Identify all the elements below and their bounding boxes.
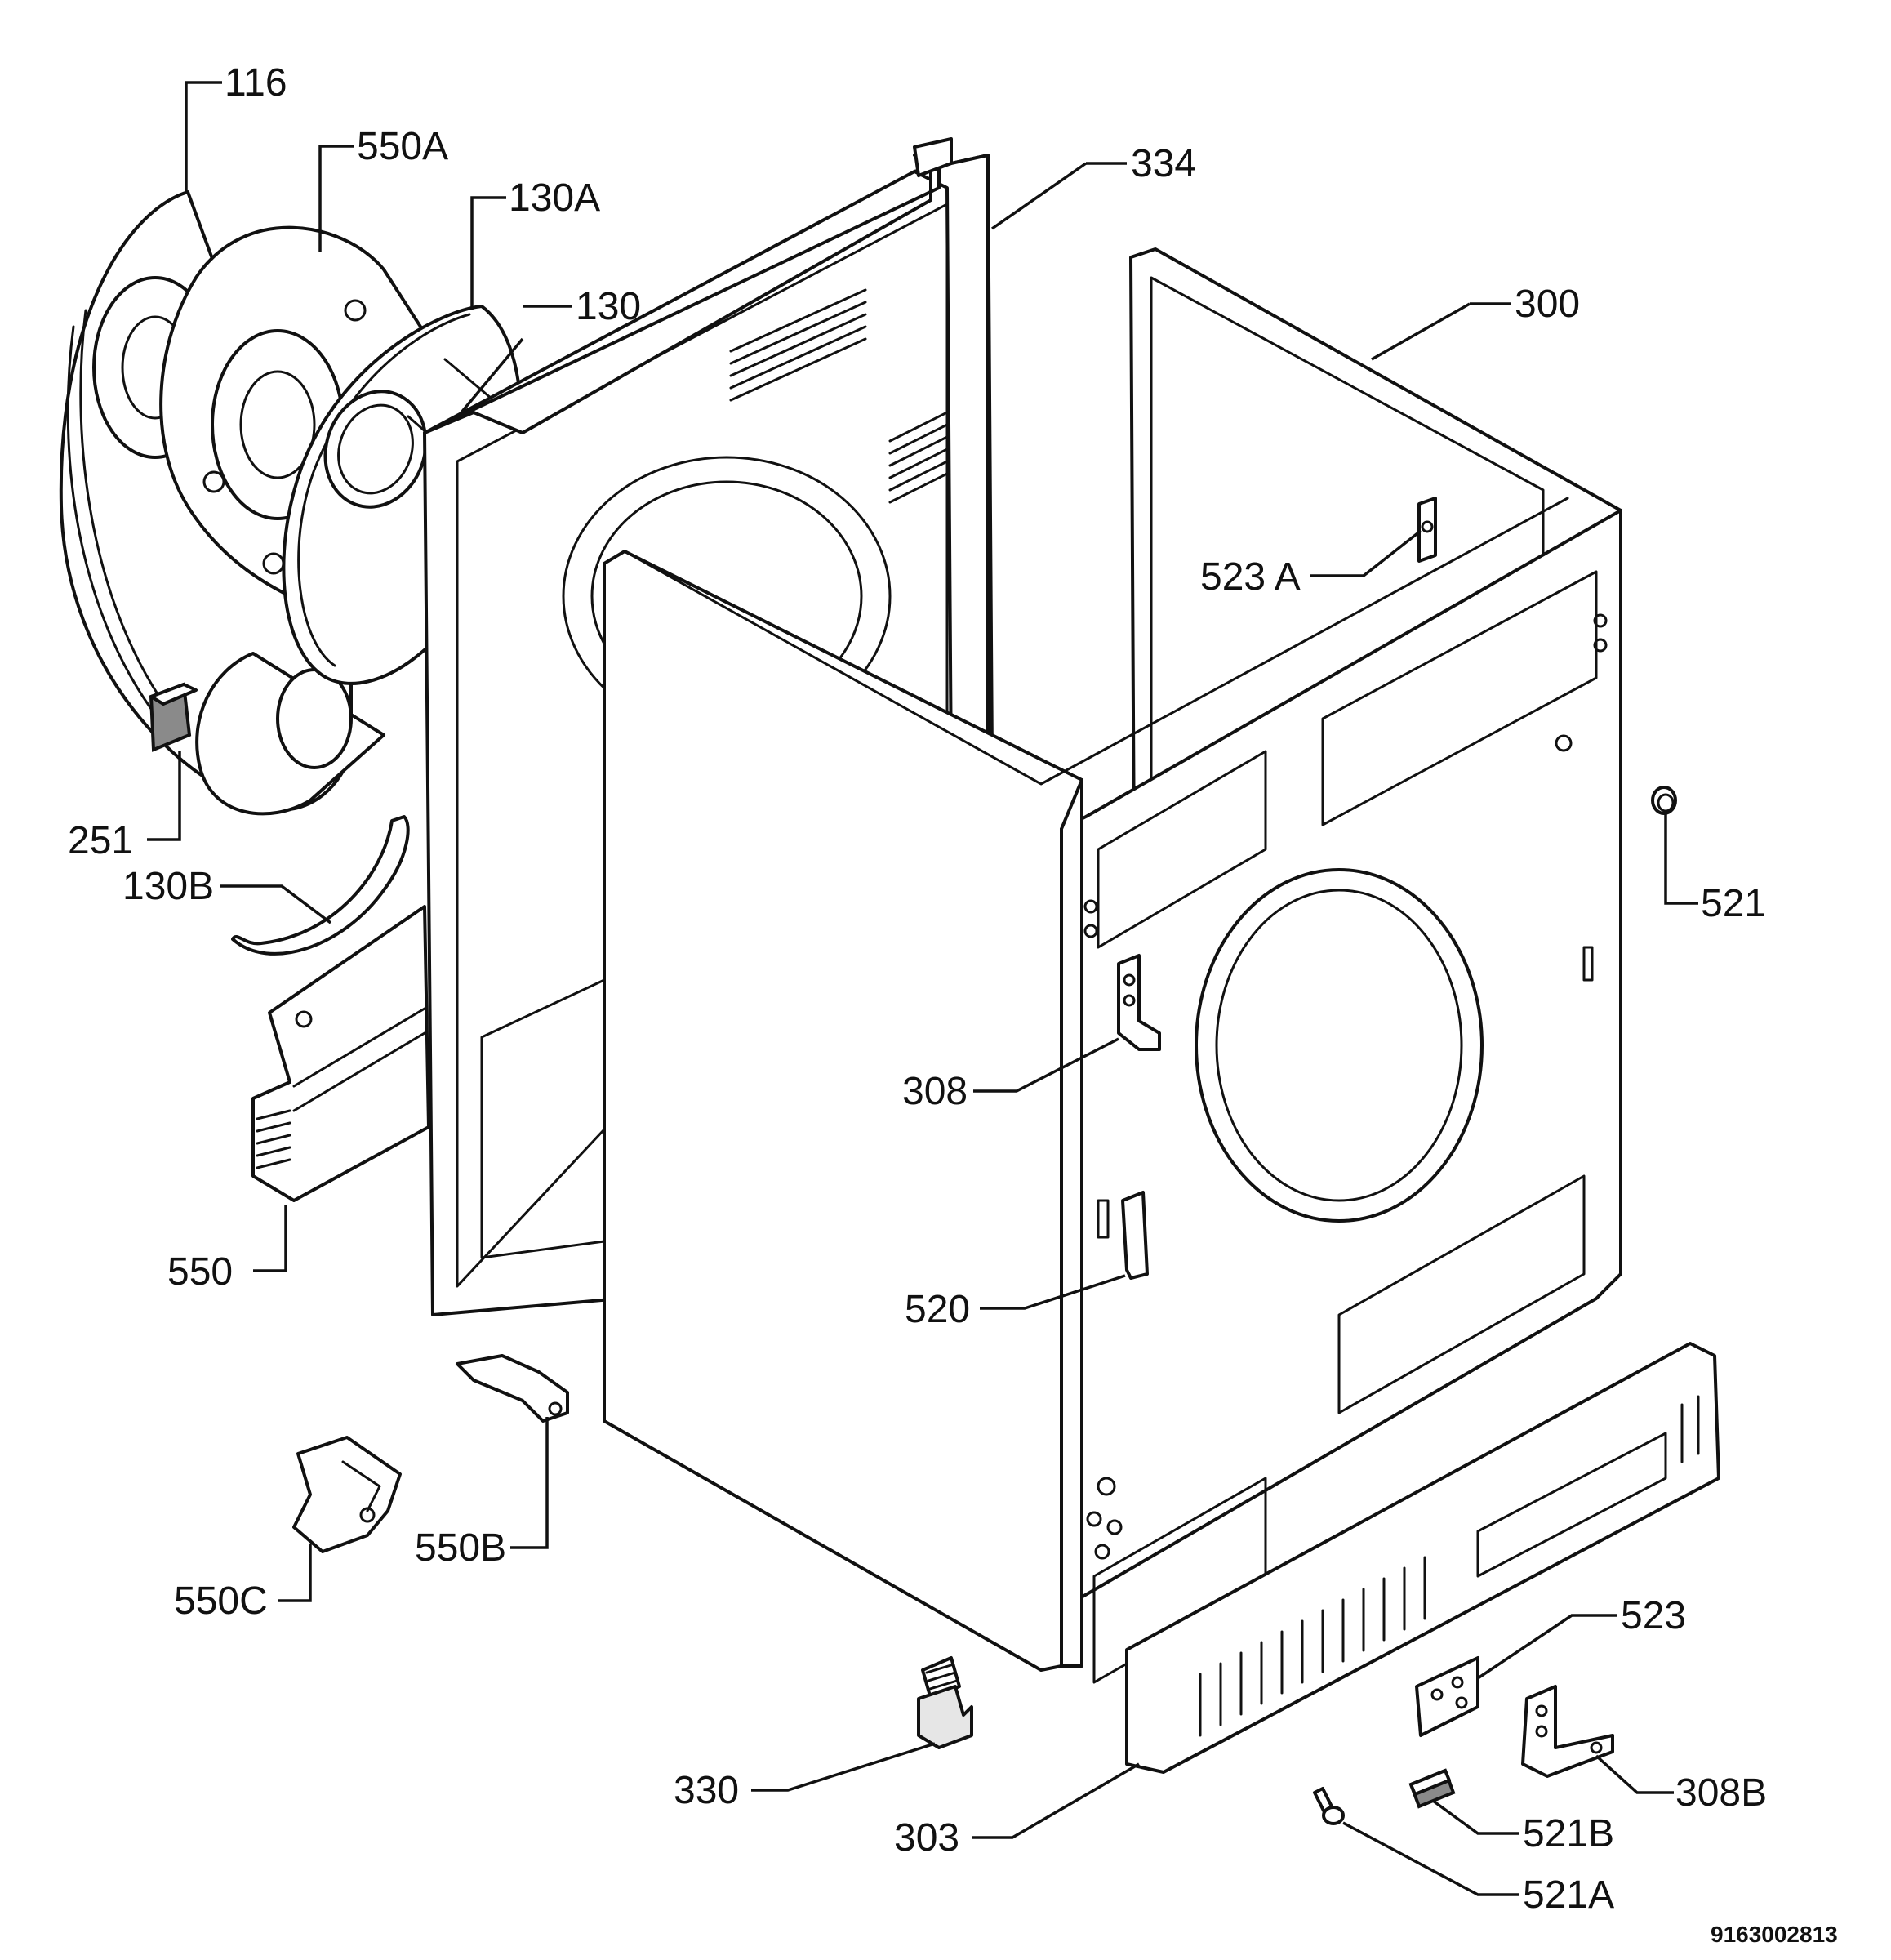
callout-130a: 130A [509,176,600,220]
leader-lines [147,81,1698,1896]
callout-523: 523 [1621,1594,1686,1637]
part-523-plate [1415,1656,1479,1737]
rear-panel-vent-slats [729,288,949,504]
callout-523a: 523 A [1200,555,1301,599]
part-521b-plug [1408,1768,1456,1809]
callout-334: 334 [1131,142,1196,185]
part-330-foot [917,1656,973,1749]
heater-cover-vents [256,1109,291,1169]
part-520-door-latch [1097,1191,1149,1280]
callout-303: 303 [894,1816,959,1860]
callout-labels: 116 550A 130A 130 334 300 523 A 251 521 … [68,61,1838,1947]
callout-521: 521 [1701,882,1766,925]
callout-116: 116 [225,61,287,105]
callout-308: 308 [902,1070,968,1113]
callout-550a: 550A [357,125,448,168]
document-number: 9163002813 [1711,1922,1838,1947]
part-300-cabinet [603,247,1622,1684]
callout-550c: 550C [174,1579,268,1623]
callout-520: 520 [905,1288,970,1331]
part-130b-seal-segment [231,815,410,956]
part-303-kick-plate [1125,1342,1720,1774]
part-521-cap [1651,786,1677,815]
part-521a-screw [1313,1787,1345,1825]
callout-308b: 308B [1675,1771,1767,1815]
part-523a-hook [1417,497,1437,563]
part-308b-bracket [1521,1685,1614,1778]
part-308-hinge-bracket [1117,954,1161,1051]
part-251-filter-pad [149,682,198,752]
part-550c-bracket [292,1436,402,1553]
callout-550: 550 [167,1250,233,1294]
callout-251: 251 [68,819,133,862]
part-550b-clip [456,1354,569,1423]
callout-330: 330 [674,1769,739,1812]
callout-521b: 521B [1523,1812,1614,1855]
callout-550b: 550B [415,1526,506,1570]
callout-521a: 521A [1523,1873,1614,1917]
part-550-heater-cover [251,905,430,1202]
callout-130b: 130B [122,865,214,908]
callout-300: 300 [1515,283,1580,326]
kick-plate-grille [1199,1395,1700,1737]
callout-130: 130 [576,285,641,328]
